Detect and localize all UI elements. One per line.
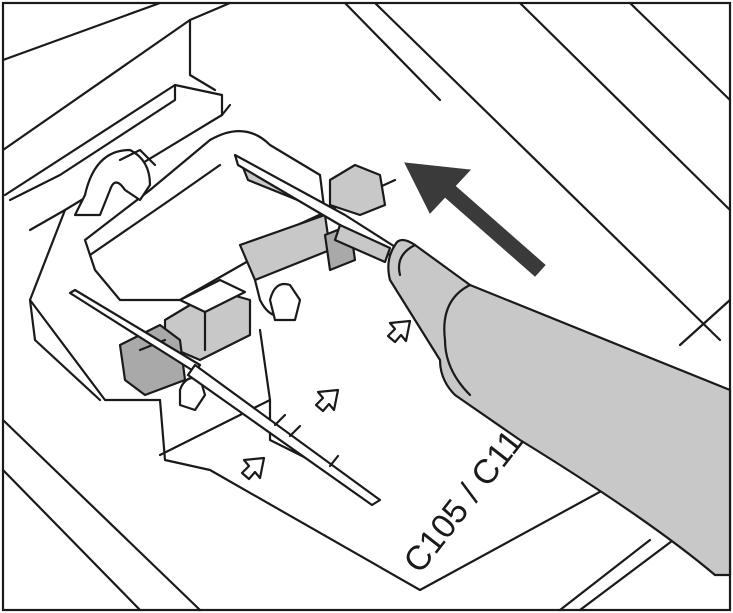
small-arrow-2 [314,388,340,413]
small-arrow-3 [240,456,266,481]
small-arrow-1 [386,319,412,344]
thin-wire-left [68,288,382,507]
small-direction-arrow-icon [240,319,412,481]
lower-clip-block [118,278,252,412]
direction-arrow-icon [404,162,546,277]
insertion-tool [387,238,732,577]
upper-wire [233,153,402,264]
latch-hook [73,148,157,217]
